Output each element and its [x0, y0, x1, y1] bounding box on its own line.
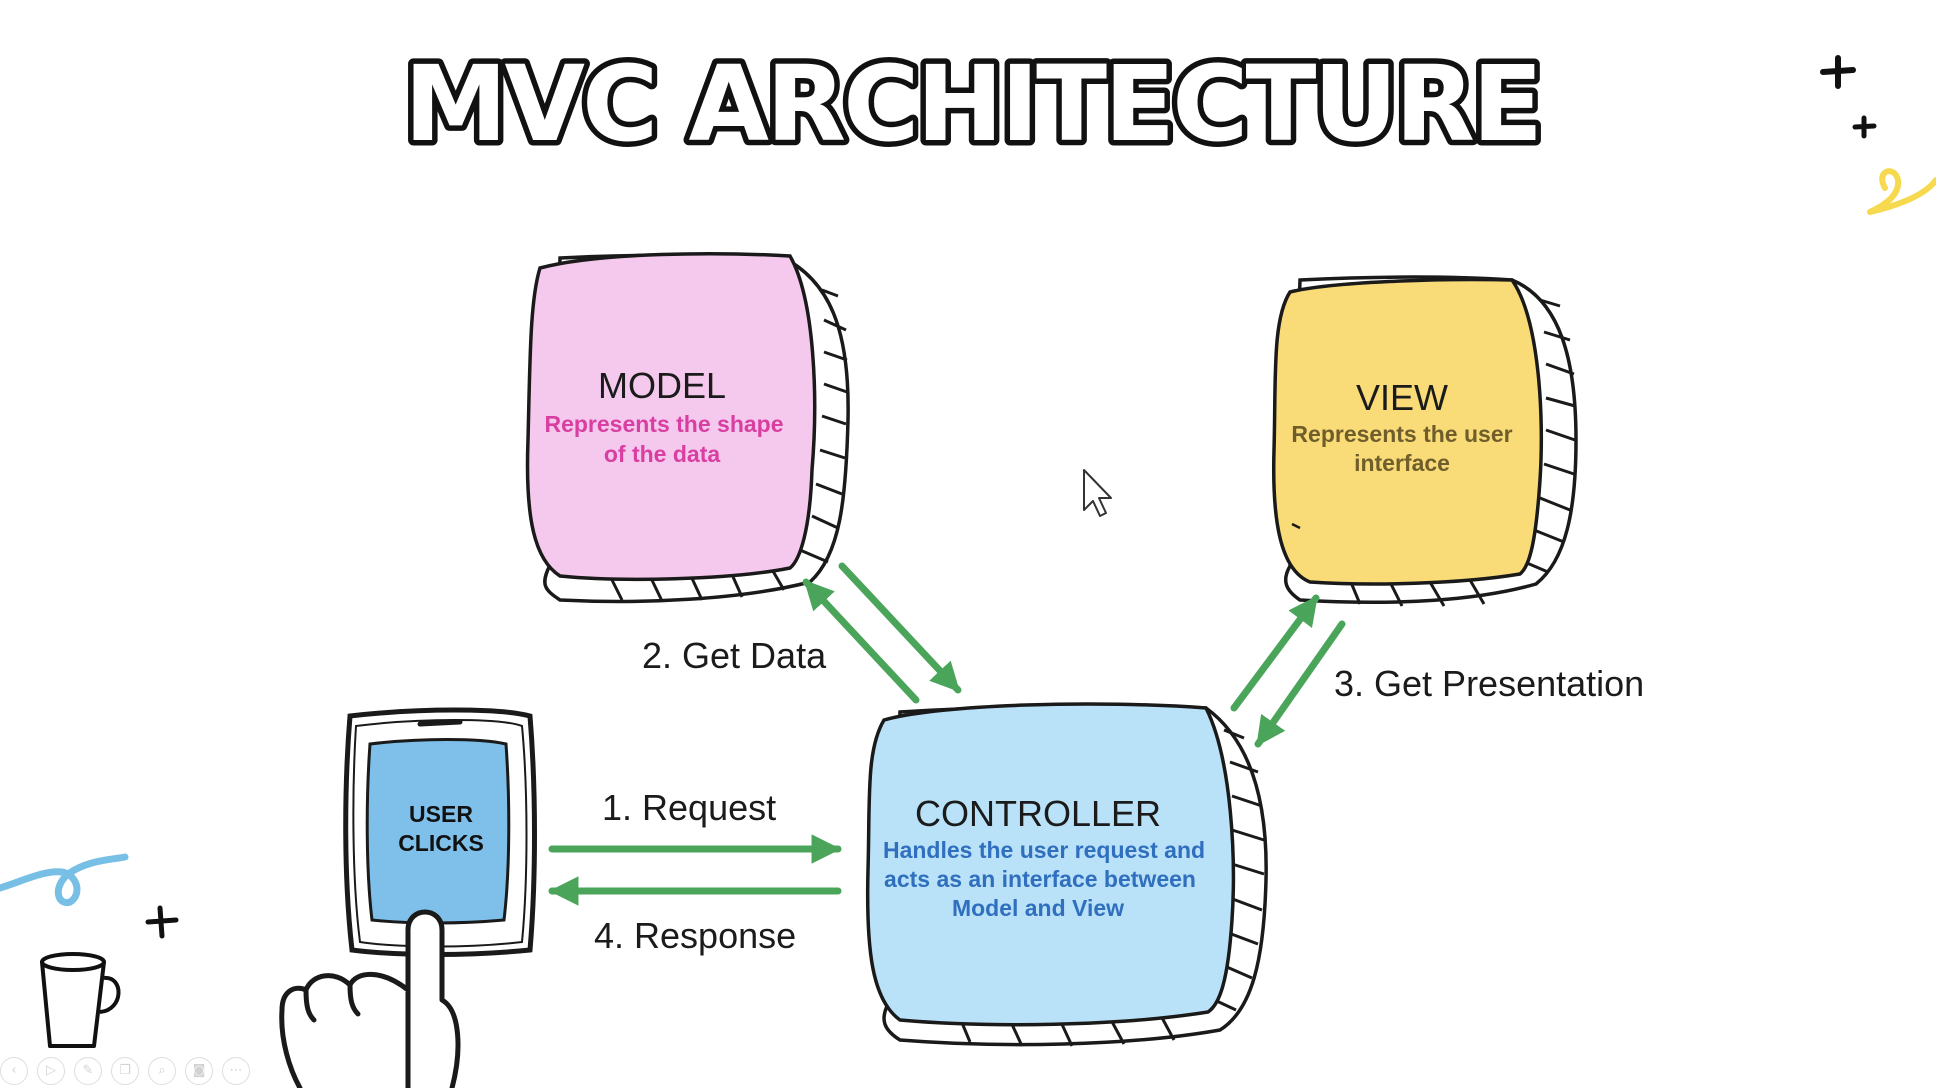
- label-get-data: 2. Get Data: [642, 635, 827, 676]
- model-title: MODEL: [598, 365, 726, 406]
- phone-device: USER CLICKS: [343, 707, 537, 957]
- play-icon[interactable]: ▷: [37, 1057, 65, 1085]
- view-box-hatching: [1348, 298, 1576, 607]
- arrow-get-data-up: [802, 578, 920, 704]
- arrow-get-data-down: [838, 562, 962, 694]
- controller-desc-line-1: Handles the user request and: [883, 837, 1205, 863]
- zoom-icon[interactable]: ⌕: [148, 1057, 176, 1085]
- slide-toolbar: ‹ ▷ ✎ ❐ ⌕ ◙ ⋯: [0, 1056, 250, 1086]
- controller-box: CONTROLLER Handles the user request and …: [865, 702, 1268, 1047]
- arrows: [548, 562, 1346, 906]
- pen-icon[interactable]: ✎: [74, 1057, 102, 1085]
- label-request: 1. Request: [602, 787, 776, 828]
- controller-box-face: [865, 702, 1236, 1027]
- sparkle-icon: [145, 55, 1877, 939]
- controller-desc-line-3: Model and View: [952, 895, 1124, 921]
- view-desc-line-2: interface: [1354, 450, 1450, 476]
- label-response: 4. Response: [594, 915, 796, 956]
- page-title: MVC ARCHITECTURE: [404, 43, 1540, 165]
- mug-icon: [40, 952, 121, 1048]
- controller-desc-line-2: acts as an interface between: [884, 866, 1196, 892]
- phone-screen: [365, 738, 511, 925]
- more-icon[interactable]: ⋯: [222, 1057, 250, 1085]
- model-desc-line-1: Represents the shape: [544, 411, 783, 437]
- view-box: VIEW Represents the user interface: [1271, 275, 1578, 607]
- view-desc-line-1: Represents the user: [1291, 421, 1512, 447]
- user-clicks-line-1: USER: [409, 801, 473, 827]
- model-box: MODEL Represents the shape of the data: [525, 252, 850, 604]
- arrow-get-presentation-up: [1230, 594, 1320, 712]
- copy-icon[interactable]: ❐: [111, 1057, 139, 1085]
- view-title: VIEW: [1356, 377, 1448, 418]
- prev-icon[interactable]: ‹: [0, 1057, 28, 1085]
- user-clicks-line-2: CLICKS: [398, 830, 484, 856]
- mouse-cursor-icon: [1083, 469, 1112, 517]
- model-box-face: [525, 252, 817, 582]
- model-desc-line-2: of the data: [604, 441, 720, 467]
- controller-title: CONTROLLER: [915, 793, 1161, 834]
- arrow-get-presentation-down: [1254, 620, 1346, 748]
- label-get-presentation: 3. Get Presentation: [1334, 663, 1644, 704]
- camera-icon[interactable]: ◙: [185, 1057, 213, 1085]
- hand-icon: [279, 909, 461, 1088]
- view-box-face: [1271, 277, 1544, 586]
- squiggle-yellow-icon: [1867, 168, 1936, 215]
- squiggle-blue-icon: [0, 853, 129, 906]
